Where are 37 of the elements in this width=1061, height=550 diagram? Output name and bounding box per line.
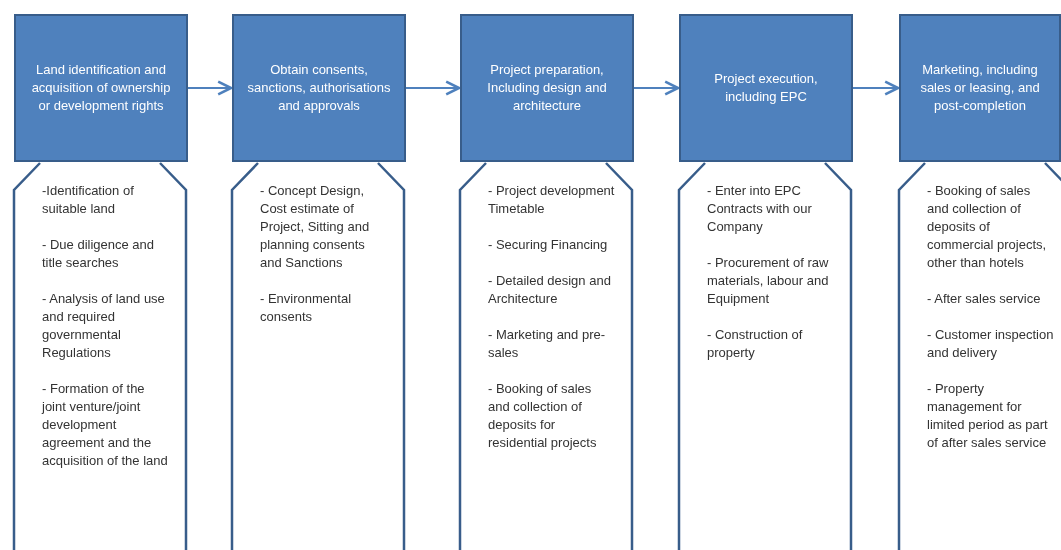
bullet-text: - Marketing and pre-sales xyxy=(488,326,607,362)
bullet-text: - Booking of sales and collection of deposits for residential projects xyxy=(488,380,598,452)
process-box xyxy=(232,14,406,162)
detail-panel xyxy=(897,162,1061,550)
arrow xyxy=(852,80,900,96)
bullet-text: - Formation of the joint venture/joint development agreement and the acquisition of the land xyxy=(42,380,169,470)
process-box xyxy=(679,14,853,162)
arrow xyxy=(405,80,461,96)
step-title: Project preparation, Including design and architecture xyxy=(486,61,608,115)
bullet-text: - Due diligence and title searches xyxy=(42,236,156,272)
process-box xyxy=(460,14,634,162)
detail-panel xyxy=(230,162,406,550)
bullet-text: -Identification of suitable land xyxy=(42,182,135,218)
step-title: Obtain consents, sanctions, authorisations and approvals xyxy=(246,61,392,115)
bullet-text: - Project development Timetable xyxy=(488,182,616,218)
bullet-text: - Environmental consents xyxy=(260,290,353,326)
arrow xyxy=(633,80,680,96)
bullet-text: - Procurement of raw materials, labour and Equipment xyxy=(707,254,830,308)
process-box xyxy=(14,14,188,162)
arrow xyxy=(187,80,233,96)
bullet-text: - After sales service xyxy=(927,290,1042,308)
bullet-text: - Property management for limited period as part of after sales service xyxy=(927,380,1049,452)
bullet-text: - Securing Financing xyxy=(488,236,609,254)
bullet-text: - Enter into EPC Contracts with our Company xyxy=(707,182,813,236)
bullet-text: - Detailed design and Architecture xyxy=(488,272,612,308)
process-box xyxy=(899,14,1061,162)
step-title: Land identification and acquisition of ownership or development rights xyxy=(30,61,172,115)
bullet-text: - Concept Design, Cost estimate of Project, Sitting and planning consents and Sanctions xyxy=(260,182,371,272)
bullet-text: - Construction of property xyxy=(707,326,804,362)
step-title: Marketing, including sales or leasing, and post-completion xyxy=(919,61,1041,115)
detail-panel xyxy=(458,162,634,550)
detail-panel xyxy=(12,162,188,550)
step-title: Project execution, including EPC xyxy=(713,70,819,106)
bullet-text: - Analysis of land use and required governmental Regulations xyxy=(42,290,166,362)
bullet-text: - Booking of sales and collection of deposits of commercial projects, other than hotels xyxy=(927,182,1048,272)
bullet-text: - Customer inspection and delivery xyxy=(927,326,1055,362)
detail-panel xyxy=(677,162,853,550)
